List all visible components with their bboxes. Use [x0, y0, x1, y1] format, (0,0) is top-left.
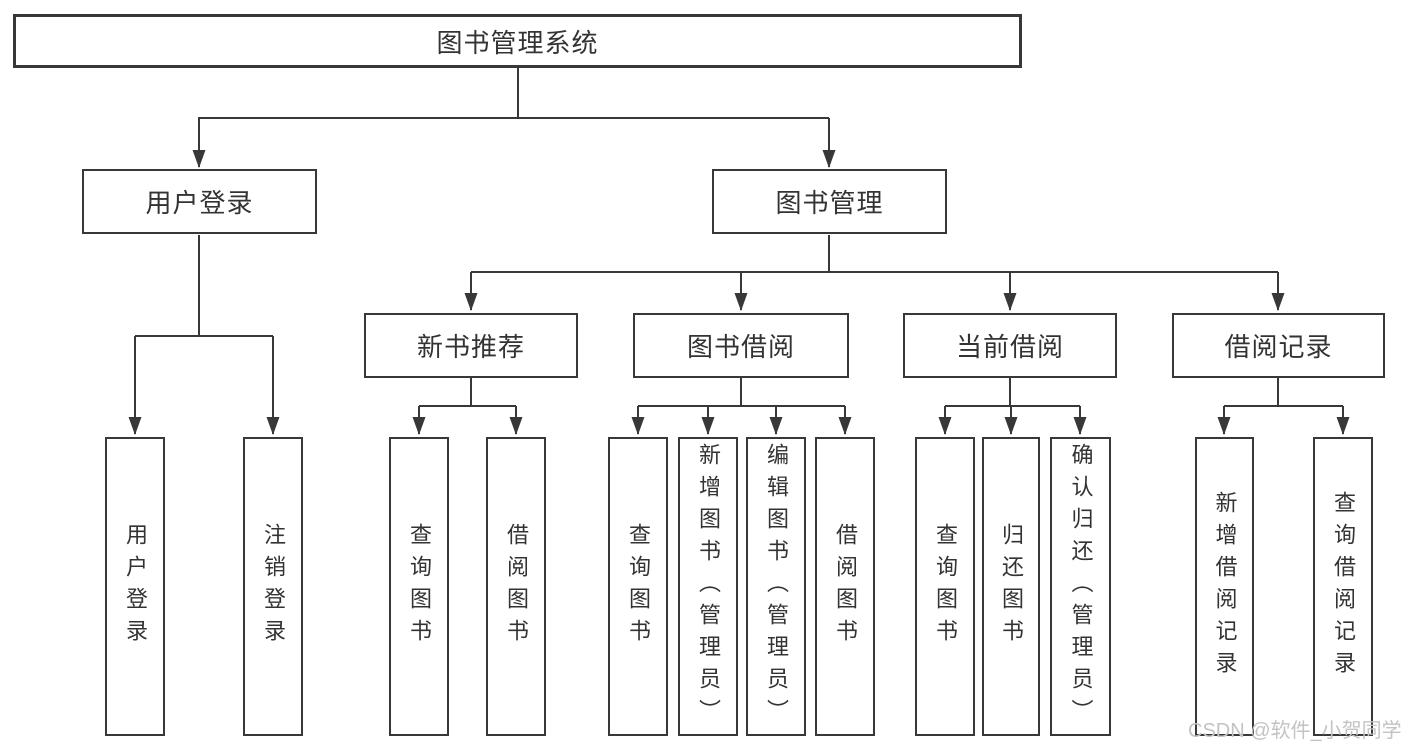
leaf-query-borrow-record: 查询借阅记录	[1313, 437, 1373, 736]
leaf-edit-books-admin: 编辑图书（管理员）	[746, 437, 806, 736]
leaf-borrow-books: 借阅图书	[815, 437, 875, 736]
leaf-query-books-borrow: 查询图书	[608, 437, 668, 736]
leaf-borrow-books-newbooks: 借阅图书	[486, 437, 546, 736]
node-book-borrowing: 图书借阅	[633, 313, 849, 378]
node-borrowing-records: 借阅记录	[1172, 313, 1385, 378]
leaf-confirm-return-admin: 确认归还（管理员）	[1050, 437, 1111, 736]
csdn-watermark: CSDN @软件_小贺同学	[1188, 720, 1402, 742]
node-current-borrowing: 当前借阅	[903, 313, 1117, 378]
leaf-query-books-newbooks: 查询图书	[389, 437, 449, 736]
node-library-management-system: 图书管理系统	[13, 14, 1022, 68]
leaf-add-borrow-record: 新增借阅记录	[1195, 437, 1254, 736]
node-book-management: 图书管理	[712, 169, 947, 234]
leaf-logout: 注销登录	[243, 437, 303, 736]
leaf-add-books-admin: 新增图书（管理员）	[678, 437, 738, 736]
node-user-login: 用户登录	[82, 169, 317, 234]
leaf-return-books: 归还图书	[982, 437, 1040, 736]
leaf-query-books-current: 查询图书	[915, 437, 975, 736]
leaf-user-login: 用户登录	[105, 437, 165, 736]
node-new-book-recommendation: 新书推荐	[364, 313, 578, 378]
